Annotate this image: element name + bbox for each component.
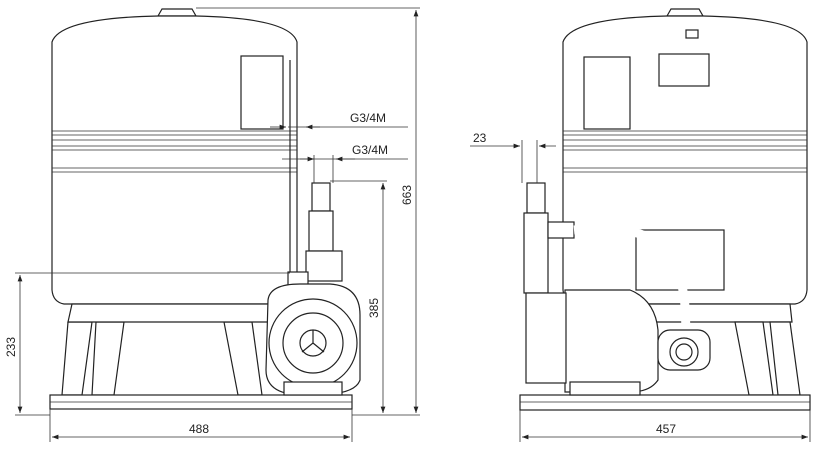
connection-label-upper: G3/4M — [350, 111, 386, 125]
dimension-width: 488 — [49, 409, 353, 442]
offset-label: 23 — [473, 131, 487, 145]
tank-legs-front — [61, 303, 281, 396]
depth-label: 457 — [656, 422, 676, 436]
dimension-inlet-height: 233 — [4, 272, 290, 416]
inlet-height-label: 233 — [4, 337, 18, 357]
width-label: 488 — [189, 422, 209, 436]
side-view: 23 457 — [470, 8, 811, 442]
connection-dimension-upper: G3/4M — [270, 111, 408, 130]
connection-label-lower: G3/4M — [352, 143, 388, 157]
dimension-offset: 23 — [470, 131, 556, 183]
connection-dimension-lower: G3/4M — [282, 143, 408, 183]
outlet-height-label: 385 — [367, 298, 381, 318]
tank-front — [51, 8, 298, 305]
dimension-total-height: 663 — [196, 7, 420, 416]
front-view: G3/4M G3/4M 663 385 233 — [4, 7, 420, 442]
total-height-label: 663 — [400, 185, 414, 205]
dimension-outlet-height: 385 — [330, 180, 387, 413]
base-plate-side — [519, 394, 811, 411]
pump-side — [523, 182, 711, 396]
dimension-depth: 457 — [519, 410, 811, 442]
tank-side — [562, 8, 808, 305]
pump-front — [265, 182, 361, 396]
